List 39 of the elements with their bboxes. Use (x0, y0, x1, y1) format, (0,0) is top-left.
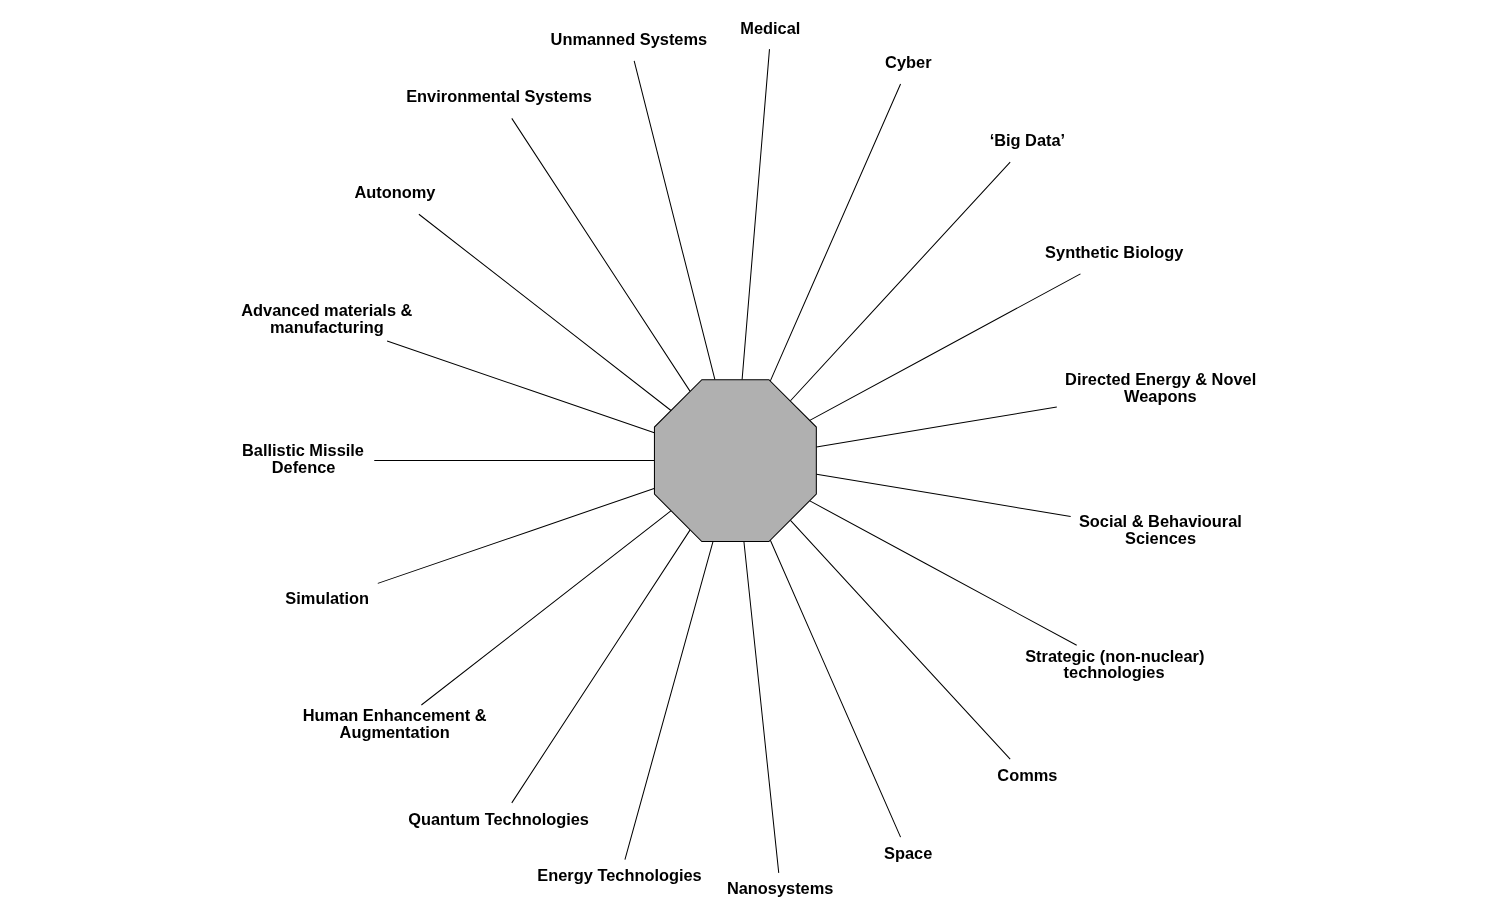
connector (417, 213, 671, 411)
node-octagon (653, 379, 817, 543)
connector (815, 406, 1057, 448)
connector (623, 541, 713, 861)
connector (373, 460, 655, 462)
node-text: Medical (739, 18, 800, 37)
node-text: Social & Behavioural Sciences (1078, 512, 1242, 547)
connector (742, 541, 779, 874)
connector (633, 60, 715, 380)
node-text: ‘Big Data’ (989, 131, 1065, 150)
node-text: Human Enhancement & Augmentation (302, 706, 487, 741)
connector (376, 488, 655, 584)
connector (789, 161, 1011, 402)
node-text: Synthetic Biology (1044, 243, 1183, 262)
connector (808, 500, 1077, 646)
node-text: Quantum Technologies (407, 809, 589, 828)
node-text: Environmental Systems (405, 87, 592, 106)
node-text: Unmanned Systems (550, 30, 707, 49)
connector (789, 519, 1011, 760)
node-text: Ballistic Missile Defence (241, 441, 364, 476)
connector (741, 48, 770, 381)
connector (769, 83, 901, 382)
node-text: Cyber (884, 53, 932, 72)
connector (815, 473, 1071, 518)
node-text: Nanosystems (726, 879, 833, 898)
node-text: Energy Technologies (536, 865, 702, 884)
connector (510, 529, 690, 804)
connector (808, 273, 1081, 421)
node-text: Advanced materials & manufacturing (240, 301, 412, 336)
connector (510, 117, 690, 392)
node-text: Comms (996, 765, 1057, 784)
node-text: Directed Energy & Novel Weapons (1064, 370, 1256, 405)
node-text: Autonomy (353, 183, 435, 202)
connector (386, 340, 655, 434)
node-text: Strategic (non-nuclear) technologies (1024, 646, 1204, 682)
connector (769, 539, 901, 838)
node-text: Simulation (284, 588, 369, 607)
node-text: Space (883, 843, 932, 862)
connector (420, 510, 671, 706)
